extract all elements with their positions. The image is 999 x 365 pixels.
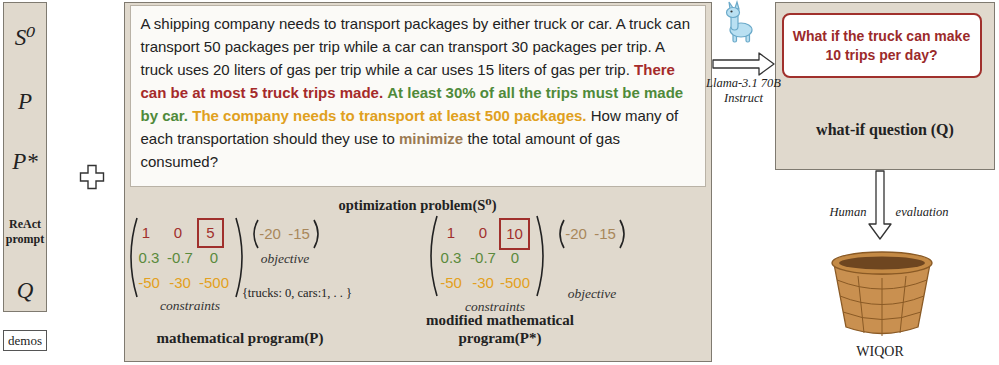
llama-eye (730, 10, 732, 12)
llama-icon (727, 2, 753, 42)
highlight-box: 5 (197, 218, 224, 248)
dataset-node: WIQOR (825, 240, 935, 362)
matrix-entry: 5 (206, 224, 214, 242)
matrix-entry: -50 (440, 274, 462, 292)
weave-line (882, 278, 883, 336)
matrix-entry: -0.7 (167, 249, 193, 267)
matrix-entry: 0 (511, 249, 519, 267)
model-name: Llama-3.1 70B Instruct (702, 76, 786, 106)
plus-sign (81, 166, 104, 189)
box-title: what-if question (Q) (776, 120, 994, 139)
bracket (620, 220, 624, 248)
prompt-name: ReAct prompt (4, 217, 46, 246)
problem-text: A shipping company needs to transport pa… (141, 15, 690, 78)
objective-entry: -20 (565, 225, 587, 243)
order-map: {trucks: 0, cars:1, . . } (242, 286, 352, 301)
panel-ground (124, 2, 712, 362)
objective-entry: -20 (259, 225, 281, 243)
bracket (314, 220, 318, 248)
weave-line (858, 276, 864, 333)
basket-weave (837, 276, 927, 336)
demos-box: demos (3, 330, 47, 351)
matrix-entry: -0.7 (470, 249, 496, 267)
matrix-entry: 0.3 (139, 249, 160, 267)
matrix-entry: 1 (142, 224, 150, 242)
bracket (560, 220, 564, 248)
input-column: S⁰ P P* ReAct promptQ (3, 2, 47, 312)
matrix-entry: -30 (169, 274, 191, 292)
question-bubble: What if the truck can make 10 trips per … (782, 13, 982, 79)
basket-inside (839, 257, 925, 270)
matrix-entry: 0 (479, 224, 487, 242)
constraint-text: The company needs to transport at least … (192, 107, 586, 124)
basket-illustration (832, 252, 932, 336)
basket-rim (832, 252, 932, 274)
objective-word: minimize (399, 130, 463, 147)
matrix-entry: -30 (472, 274, 494, 292)
problem-box: A shipping company needs to transport pa… (130, 5, 706, 187)
symbol: S⁰ (4, 24, 46, 52)
matrix-entry: 0 (210, 249, 218, 267)
highlight-box: 10 (499, 218, 530, 250)
weave-line (900, 276, 906, 333)
arrow-caption: Human (830, 205, 867, 220)
axis-caption: objective (261, 251, 310, 267)
axis-caption: constraints (160, 298, 220, 314)
arrow-caption: evaluation (896, 205, 949, 220)
symbol: P (4, 88, 46, 116)
matrix-entry: 0 (174, 224, 182, 242)
axis-caption: objective (568, 286, 617, 302)
hollow-arrow (869, 171, 891, 239)
dataset-name: WIQOR (825, 344, 935, 361)
matrix-brackets (131, 216, 624, 297)
bracket (431, 216, 437, 296)
bracket (537, 216, 543, 296)
bracket (131, 218, 137, 297)
demos-label: demos (8, 333, 42, 349)
hollow-arrow (713, 53, 774, 75)
symbol: P* (4, 148, 46, 176)
llama-head (727, 8, 740, 18)
question-text: What if the truck can make 10 trips per … (792, 27, 972, 65)
bracket (236, 218, 242, 297)
symbol: Q (4, 277, 46, 305)
matrix-entry: -500 (500, 274, 530, 292)
section-caption: modified mathematical program(P*) (400, 311, 600, 347)
objective-entry: -15 (594, 225, 616, 243)
objective-entry: -15 (288, 225, 310, 243)
question-box: What if the truck can make 10 trips per … (775, 2, 995, 170)
matrix-entry: -500 (199, 274, 229, 292)
matrix-entry: 0.3 (441, 249, 462, 267)
matrix-entry: -50 (138, 274, 160, 292)
section-caption: mathematical program(P) (157, 329, 324, 347)
bracket (254, 220, 258, 248)
matrix-entry: 10 (506, 225, 523, 243)
caption: optimization problem(S⁰) (339, 197, 497, 214)
matrix-entry: 1 (447, 224, 455, 242)
